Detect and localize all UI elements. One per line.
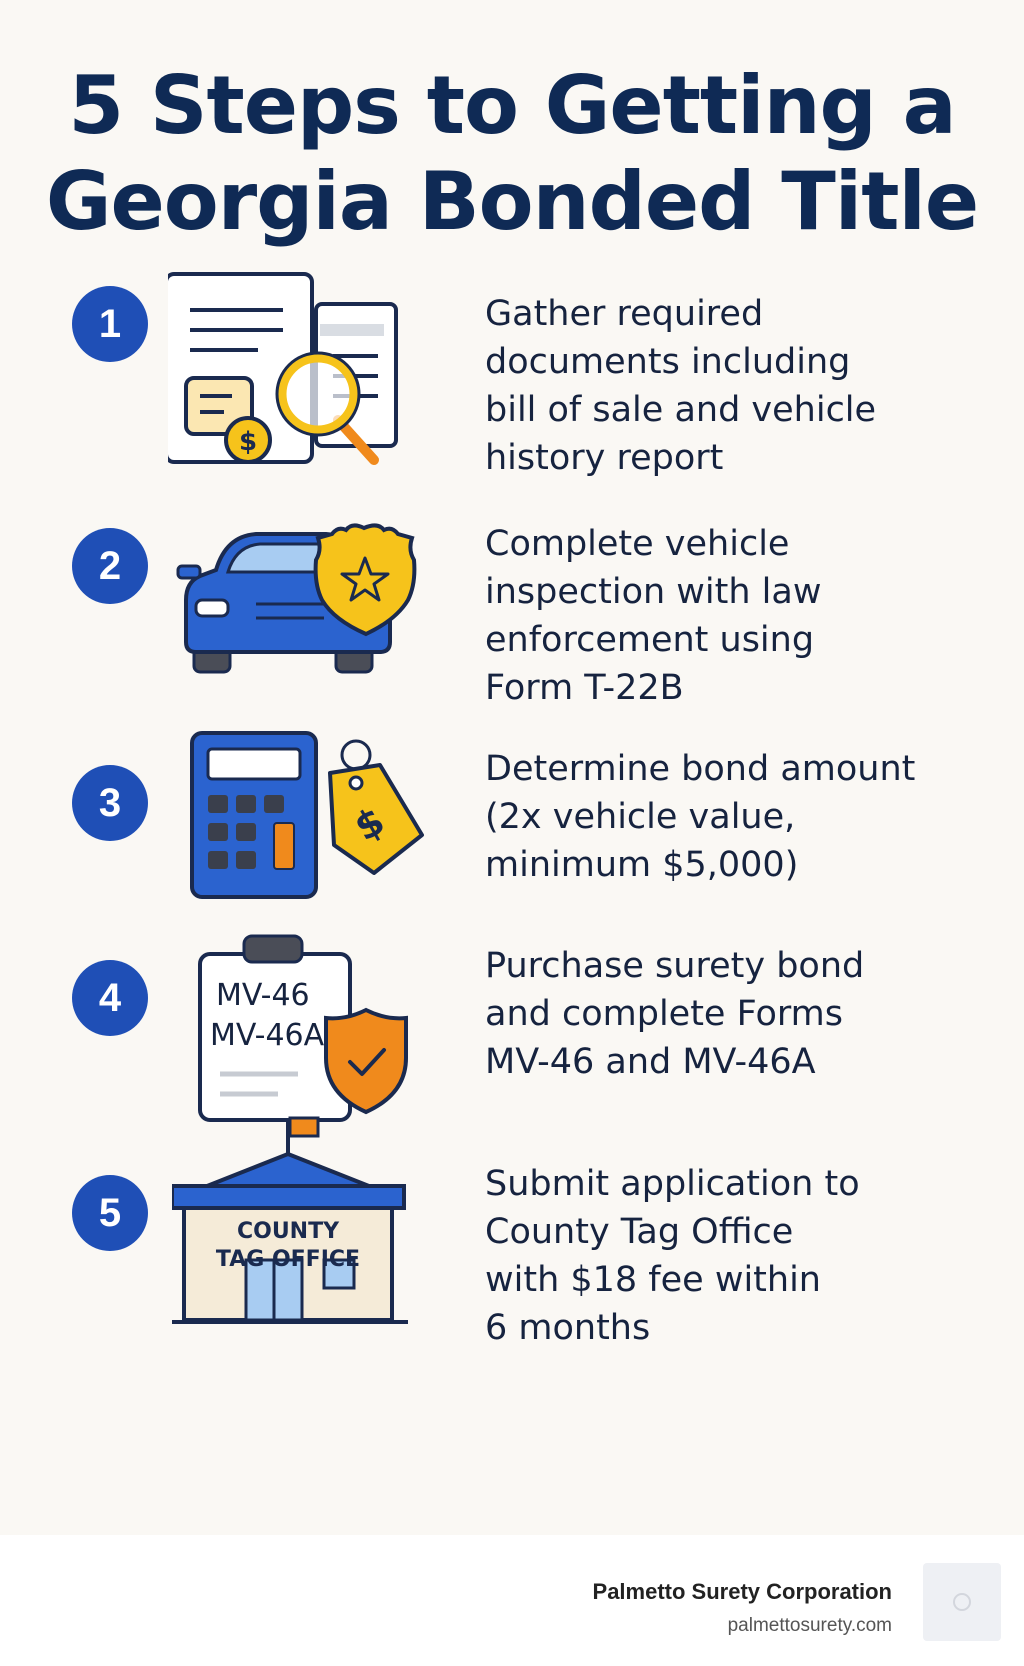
- step-number-badge: 3: [72, 765, 148, 841]
- step-4-text: Purchase surety bond and complete Forms …: [485, 942, 985, 1086]
- step-number-badge: 4: [72, 960, 148, 1036]
- clipboard-text-line: MV-46: [216, 978, 310, 1013]
- page-title: 5 Steps to Getting a Georgia Bonded Titl…: [0, 58, 1024, 250]
- step-text-line: (2x vehicle value,: [485, 797, 796, 837]
- step-text-line: documents including: [485, 342, 851, 382]
- step-text-line: enforcement using: [485, 620, 815, 660]
- step-text-line: County Tag Office: [485, 1212, 794, 1252]
- step-2-text: Complete vehicle inspection with law enf…: [485, 520, 985, 712]
- step-text-line: with $18 fee within: [485, 1260, 821, 1300]
- company-name: Palmetto Surety Corporation: [592, 1579, 892, 1604]
- step-text-line: inspection with law: [485, 572, 822, 612]
- footer: Palmetto Surety Corporation palmettosure…: [0, 1535, 1024, 1666]
- building-sign-line: TAG OFFICE: [215, 1247, 361, 1272]
- step-text-line: bill of sale and vehicle: [485, 390, 877, 430]
- step-text-line: Determine bond amount: [485, 749, 916, 789]
- company-logo: [923, 1563, 1001, 1641]
- step-number-badge: 2: [72, 528, 148, 604]
- title-line-1: 5 Steps to Getting a: [68, 59, 956, 152]
- step-text-line: Purchase surety bond: [485, 946, 865, 986]
- clipboard-text-line: MV-46A: [210, 1018, 325, 1053]
- step-text-line: Gather required: [485, 294, 764, 334]
- clipboard-form-label: MV-46 MV-46A: [210, 976, 324, 1056]
- step-3-text: Determine bond amount (2x vehicle value,…: [485, 745, 985, 889]
- brand-block: Palmetto Surety Corporation palmettosure…: [593, 1579, 892, 1637]
- step-number-badge: 5: [72, 1175, 148, 1251]
- step-text-line: minimum $5,000): [485, 845, 799, 885]
- building-sign-line: COUNTY: [236, 1219, 340, 1244]
- svg-text:$: $: [239, 427, 257, 457]
- police-car-badge-icon: [176, 523, 417, 674]
- clipboard-shield-icon: MV-46 MV-46A: [198, 934, 418, 1124]
- step-1-text: Gather required documents including bill…: [485, 290, 985, 482]
- company-url[interactable]: palmettosurety.com: [727, 1615, 892, 1636]
- documents-magnifier-icon: $: [168, 272, 398, 465]
- calculator-price-tag-icon: $: [190, 731, 424, 899]
- step-text-line: Form T-22B: [485, 668, 684, 708]
- step-5-text: Submit application to County Tag Office …: [485, 1160, 985, 1352]
- step-number-badge: 1: [72, 286, 148, 362]
- step-text-line: history report: [485, 438, 724, 478]
- county-office-building-icon: COUNTY TAG OFFICE: [172, 1110, 412, 1330]
- step-text-line: Complete vehicle: [485, 524, 790, 564]
- step-text-line: 6 months: [485, 1308, 651, 1348]
- building-sign: COUNTY TAG OFFICE: [202, 1218, 374, 1274]
- step-text-line: and complete Forms: [485, 994, 843, 1034]
- step-text-line: Submit application to: [485, 1164, 860, 1204]
- step-text-line: MV-46 and MV-46A: [485, 1042, 816, 1082]
- logo-placeholder-icon: [953, 1593, 971, 1611]
- title-line-2: Georgia Bonded Title: [45, 155, 979, 248]
